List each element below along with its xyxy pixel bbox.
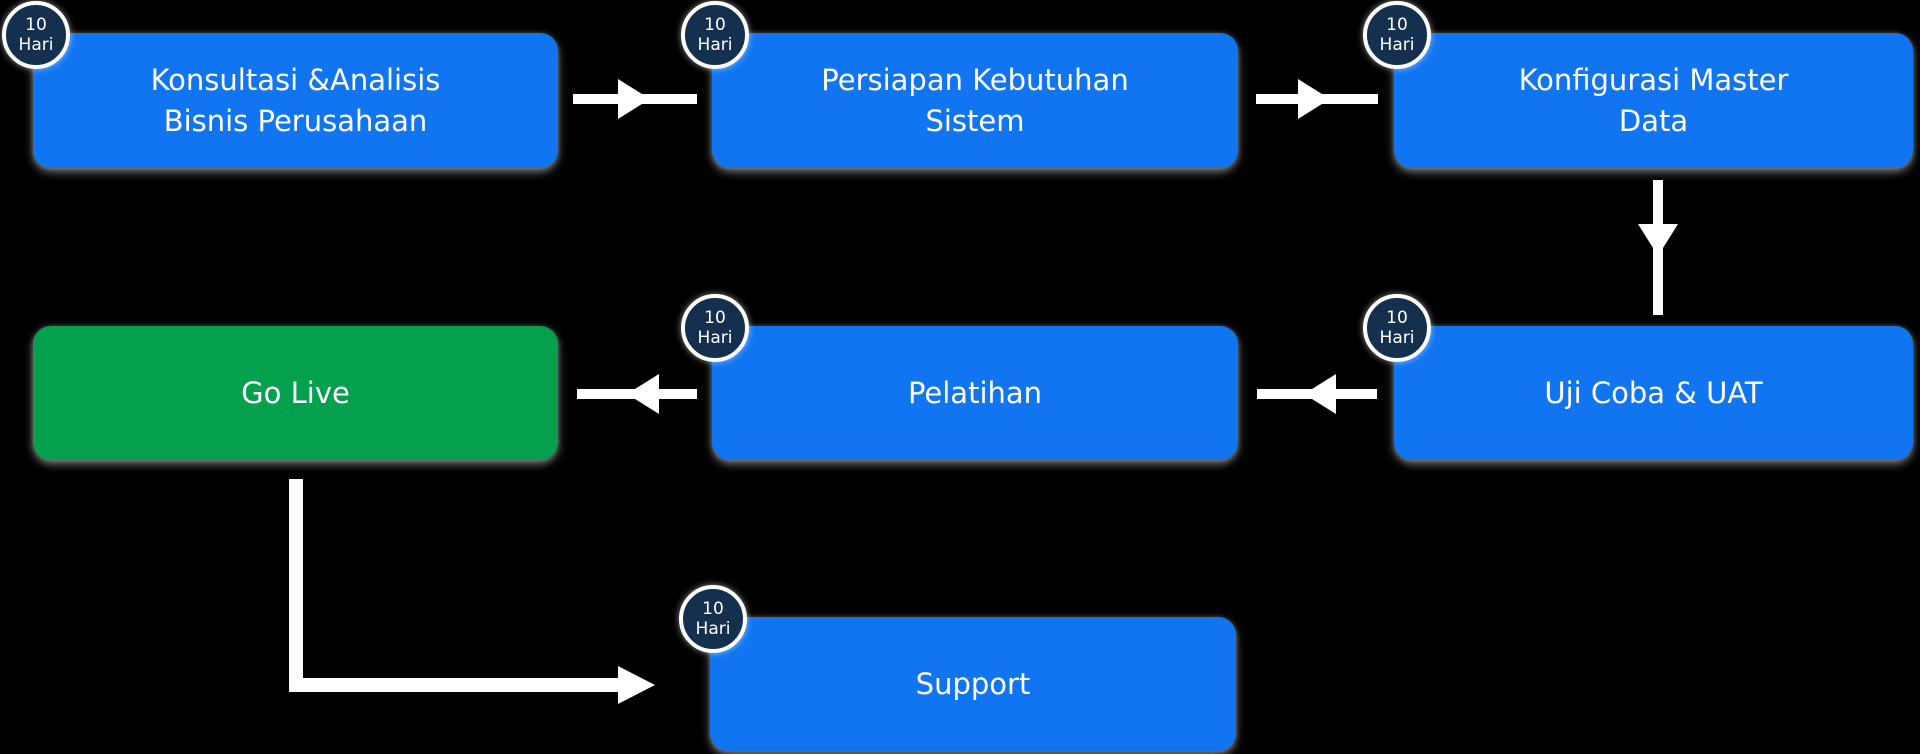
node-uji-coba-uat: 10 Hari Uji Coba & UAT: [1363, 294, 1913, 460]
node-label-line: Pelatihan: [907, 375, 1043, 410]
badge-days: 10: [702, 599, 724, 619]
node-go-live: Go Live: [33, 326, 558, 460]
badge-days: 10: [1386, 15, 1408, 35]
duration-badge: 10 Hari: [681, 1, 749, 69]
arrow-down-icon: [1638, 224, 1678, 256]
node-label-line: Persiapan Kebutuhan: [821, 62, 1129, 97]
badge-unit: Hari: [18, 35, 54, 55]
node-konfigurasi-master-data: 10 Hari Konfigurasi Master Data: [1363, 1, 1913, 168]
badge-unit: Hari: [697, 328, 733, 348]
node-label-line: Bisnis Perusahaan: [163, 103, 428, 138]
duration-badge: 10 Hari: [681, 294, 749, 362]
badge-days: 10: [25, 15, 47, 35]
badge-days: 10: [1386, 308, 1408, 328]
duration-badge: 10 Hari: [1363, 1, 1431, 69]
badge-days: 10: [704, 308, 726, 328]
badge-unit: Hari: [697, 35, 733, 55]
badge-unit: Hari: [1379, 328, 1415, 348]
arrow-left-icon: [1304, 374, 1336, 414]
arrow-right-icon: [618, 79, 650, 119]
arrow-right-icon: [1298, 79, 1330, 119]
node-label-line: Konsultasi &Analisis: [150, 62, 441, 97]
badge-unit: Hari: [1379, 35, 1415, 55]
node-label-line: Konfigurasi Master: [1518, 62, 1789, 97]
node-persiapan-kebutuhan: 10 Hari Persiapan Kebutuhan Sistem: [681, 1, 1238, 168]
node-label-line: Support: [915, 666, 1031, 701]
arrow-right-icon: [618, 666, 655, 704]
node-label-line: Sistem: [925, 103, 1025, 138]
node-label-line: Go Live: [241, 375, 350, 410]
duration-badge: 10 Hari: [1363, 294, 1431, 362]
badge-unit: Hari: [695, 619, 731, 639]
node-konsultasi-analisis: 10 Hari Konsultasi &Analisis Bisnis Peru…: [2, 1, 558, 168]
duration-badge: 10 Hari: [679, 585, 747, 653]
node-label-line: Data: [1618, 103, 1689, 138]
node-pelatihan: 10 Hari Pelatihan: [681, 294, 1238, 460]
badge-days: 10: [704, 15, 726, 35]
arrow-elbow-vertical-golive-to-support: [289, 479, 303, 692]
arrow-elbow-horizontal-golive-to-support: [289, 678, 619, 692]
node-label-line: Uji Coba & UAT: [1544, 375, 1763, 410]
arrow-left-icon: [627, 374, 659, 414]
node-support: 10 Hari Support: [679, 585, 1236, 751]
duration-badge: 10 Hari: [2, 1, 70, 69]
